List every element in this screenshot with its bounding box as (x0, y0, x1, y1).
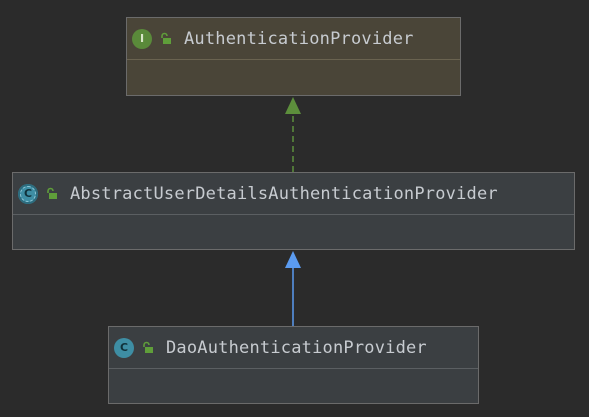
implements-arrowhead (285, 97, 301, 114)
node-header: C DaoAuthenticationProvider (109, 327, 478, 369)
extends-arrowhead (285, 251, 301, 268)
node-members-empty (127, 60, 460, 95)
node-name: DaoAuthenticationProvider (166, 337, 427, 358)
node-dao-authentication-provider[interactable]: C DaoAuthenticationProvider (108, 326, 479, 404)
class-icon: C (114, 337, 134, 358)
node-name: AbstractUserDetailsAuthenticationProvide… (70, 183, 498, 204)
node-header: I AuthenticationProvider (127, 18, 460, 60)
node-name: AuthenticationProvider (184, 28, 414, 49)
node-header: C AbstractUserDetailsAuthenticationProvi… (13, 173, 574, 215)
node-abstract-user-details-authentication-provider[interactable]: C AbstractUserDetailsAuthenticationProvi… (12, 172, 575, 250)
node-authentication-provider[interactable]: I AuthenticationProvider (126, 17, 461, 96)
public-lock-icon (159, 29, 171, 48)
interface-icon: I (132, 28, 152, 49)
public-lock-icon (45, 184, 57, 203)
public-lock-icon (141, 338, 153, 357)
node-members-empty (109, 369, 478, 403)
abstract-class-icon: C (18, 183, 38, 204)
node-members-empty (13, 215, 574, 249)
